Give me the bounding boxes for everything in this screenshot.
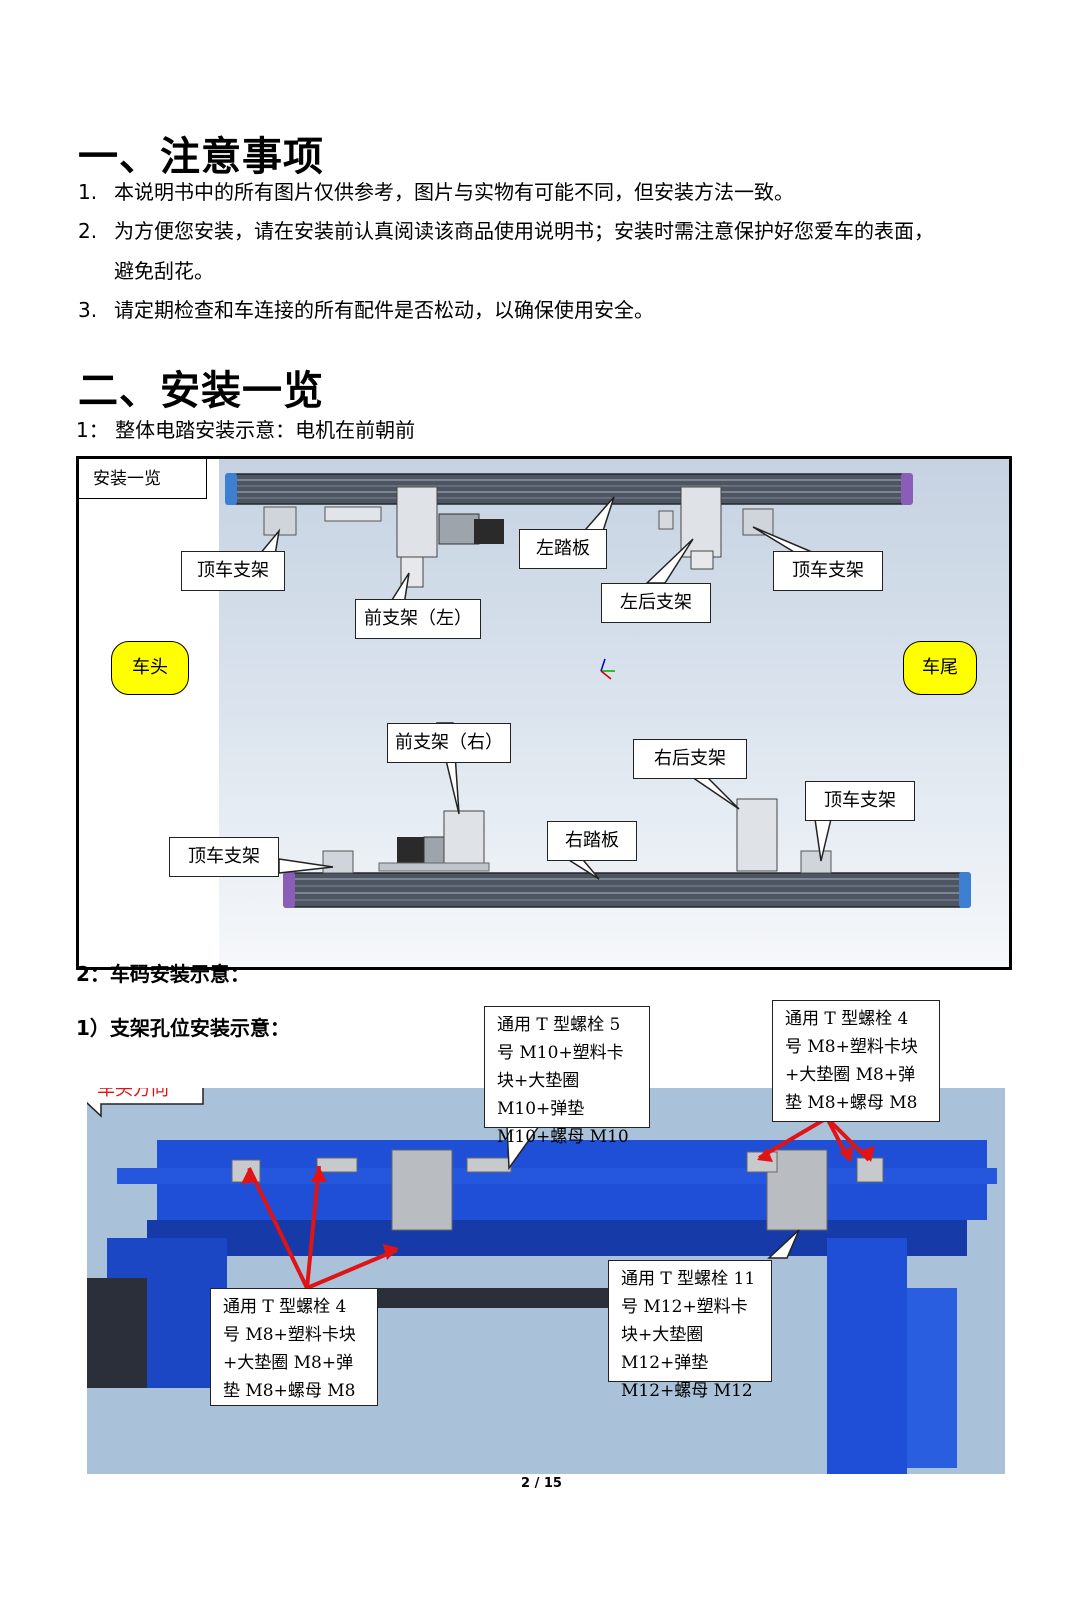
label-car-tail: 车尾 xyxy=(903,641,977,695)
note-m8-bolt-right: 通用 T 型螺栓 4 号 M8+塑料卡块+大垫圈 M8+弹垫 M8+螺母 M8 xyxy=(772,1000,940,1122)
axis-triad xyxy=(600,658,615,680)
installation-overview-figure: 安装一览 顶车支架 前支架（左） 左踏板 左后支架 顶车支架 车头 车尾 前支架… xyxy=(76,456,1012,970)
page-number: 2 / 15 xyxy=(521,1476,562,1491)
list-number: 2. xyxy=(78,219,98,243)
section1-title: 一、注意事项 xyxy=(78,134,324,180)
label-car-head: 车头 xyxy=(111,641,189,695)
list-text: 为方便您安装，请在安装前认真阅读该商品使用说明书；安装时需注意保护好您爱车的表面… xyxy=(114,219,934,243)
list-number: 1. xyxy=(78,180,98,204)
list-item: 2. 为方便您安装，请在安装前认真阅读该商品使用说明书；安装时需注意保护好您爱车… xyxy=(78,216,1018,286)
list-text-continued: 避免刮花。 xyxy=(114,259,214,283)
note-m12-bolt: 通用 T 型螺栓 11 号 M12+塑料卡块+大垫圈 M12+弹垫 M12+螺母… xyxy=(608,1260,772,1401)
section2-title: 二、安装一览 xyxy=(78,368,324,414)
list-item: 3. 请定期检查和车连接的所有配件是否松动，以确保使用安全。 xyxy=(78,295,1018,325)
right-running-board-drawing xyxy=(283,798,971,908)
installation-diagram xyxy=(225,473,971,908)
list-text: 本说明书中的所有图片仅供参考，图片与实物有可能不同，但安装方法一致。 xyxy=(114,180,794,204)
label-top-support-tr: 顶车支架 xyxy=(773,551,883,591)
note-m8-bolt-left: 通用 T 型螺栓 4 号 M8+塑料卡块+大垫圈 M8+弹垫 M8+螺母 M8 xyxy=(210,1288,378,1406)
left-running-board-drawing xyxy=(225,473,913,588)
red-arrowheads xyxy=(241,1146,875,1260)
direction-label: 车头方向 xyxy=(97,1088,169,1100)
figure2-subcaption: 1）支架孔位安装示意： xyxy=(76,1016,290,1040)
figure1-caption: 1： 整体电踏安装示意：电机在前朝前 xyxy=(76,418,416,442)
label-right-board: 右踏板 xyxy=(547,821,637,861)
label-top-support-bl: 顶车支架 xyxy=(169,837,279,877)
figure1-title: 安装一览 xyxy=(79,459,207,499)
direction-arrow: 车头方向 xyxy=(87,1088,209,1122)
note-m10-bolt: 通用 T 型螺栓 5 号 M10+塑料卡块+大垫圈 M10+弹垫 M10+螺母 … xyxy=(484,1006,650,1147)
label-left-rear-bracket: 左后支架 xyxy=(601,583,711,623)
label-left-board: 左踏板 xyxy=(519,529,607,569)
figure-margin xyxy=(79,459,219,967)
label-top-support-br: 顶车支架 xyxy=(805,781,915,821)
list-number: 3. xyxy=(78,298,98,322)
label-right-rear-bracket: 右后支架 xyxy=(633,739,747,779)
label-top-support-tl: 顶车支架 xyxy=(181,551,285,591)
label-front-right-bracket: 前支架（右） xyxy=(387,723,511,763)
list-item: 1. 本说明书中的所有图片仅供参考，图片与实物有可能不同，但安装方法一致。 xyxy=(78,177,1018,207)
figure2-caption: 2：车码安装示意： xyxy=(76,962,250,986)
list-text: 请定期检查和车连接的所有配件是否松动，以确保使用安全。 xyxy=(114,298,654,322)
label-front-left-bracket: 前支架（左） xyxy=(355,599,481,639)
